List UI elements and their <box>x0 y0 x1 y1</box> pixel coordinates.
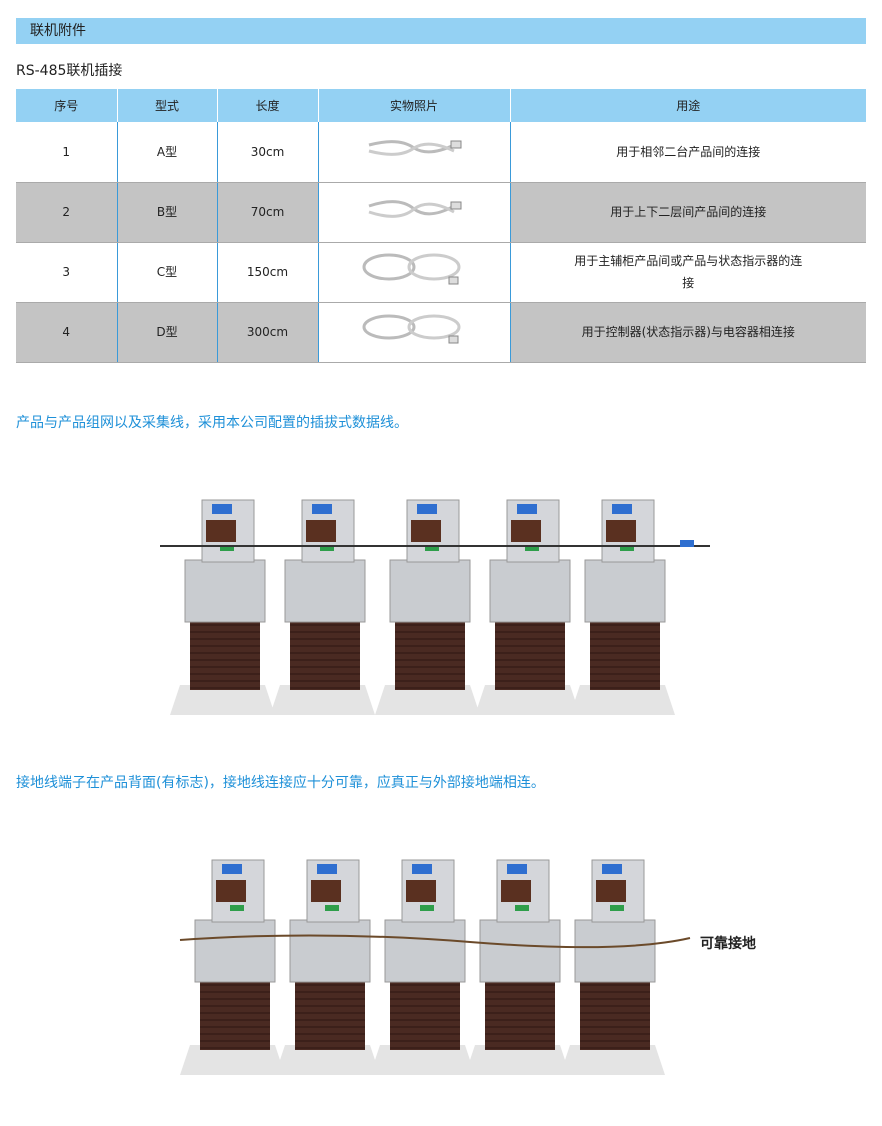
cell-use: 用于上下二层间产品间的连接 <box>509 182 866 243</box>
header-length: 长度 <box>216 89 318 122</box>
accessory-table: 序号 型式 长度 实物照片 用途 1 A型 30cm 用于相邻二台产品间的连接 … <box>16 89 866 363</box>
table-row: 1 A型 30cm 用于相邻二台产品间的连接 <box>16 122 866 183</box>
capacitor-unit <box>375 499 480 715</box>
cell-length: 30cm <box>216 122 318 183</box>
cell-type: A型 <box>116 122 217 183</box>
capacitor-unit <box>170 499 275 715</box>
table-row: 3 C型 150cm 用于主辅柜产品间或产品与状态指示器的连接 <box>16 242 866 303</box>
network-note: 产品与产品组网以及采集线，采用本公司配置的插拔式数据线。 <box>16 415 408 431</box>
cable-photo <box>317 242 510 303</box>
capacitor-unit <box>475 499 580 715</box>
subtitle: RS-485联机插接 <box>16 63 123 79</box>
table-row: 2 B型 70cm 用于上下二层间产品间的连接 <box>16 182 866 243</box>
table-header: 序号 型式 长度 实物照片 用途 <box>16 89 866 122</box>
cell-type: C型 <box>116 242 217 303</box>
grounding-note: 接地线端子在产品背面(有标志)，接地线连接应十分可靠，应真正与外部接地端相连。 <box>16 775 545 791</box>
header-no: 序号 <box>16 89 117 122</box>
header-type: 型式 <box>116 89 217 122</box>
header-use: 用途 <box>509 89 866 122</box>
cell-use: 用于主辅柜产品间或产品与状态指示器的连接 <box>509 242 866 303</box>
section-title: 联机附件 <box>16 18 866 44</box>
ground-label: 可靠接地 <box>700 936 756 952</box>
cable-photo <box>317 302 510 363</box>
network-product-image <box>160 499 710 715</box>
capacitor-unit <box>270 499 375 715</box>
capacitor-unit <box>370 859 475 1075</box>
cell-no: 1 <box>16 122 117 183</box>
cell-length: 300cm <box>216 302 318 363</box>
cell-type: D型 <box>116 302 217 363</box>
capacitor-unit <box>180 859 285 1075</box>
cell-no: 4 <box>16 302 117 363</box>
cell-type: B型 <box>116 182 217 243</box>
cell-no: 3 <box>16 242 117 303</box>
capacitor-unit <box>465 859 570 1075</box>
table-row: 4 D型 300cm 用于控制器(状态指示器)与电容器相连接 <box>16 302 866 363</box>
cell-use: 用于相邻二台产品间的连接 <box>509 122 866 183</box>
cable-photo <box>317 122 510 183</box>
cell-length: 70cm <box>216 182 318 243</box>
capacitor-unit <box>570 499 675 715</box>
grounding-product-image <box>179 859 691 1075</box>
cell-no: 2 <box>16 182 117 243</box>
header-photo: 实物照片 <box>317 89 510 122</box>
capacitor-unit <box>275 859 380 1075</box>
capacitor-unit <box>560 859 665 1075</box>
cell-length: 150cm <box>216 242 318 303</box>
cell-use: 用于控制器(状态指示器)与电容器相连接 <box>509 302 866 363</box>
cable-photo <box>317 182 510 243</box>
